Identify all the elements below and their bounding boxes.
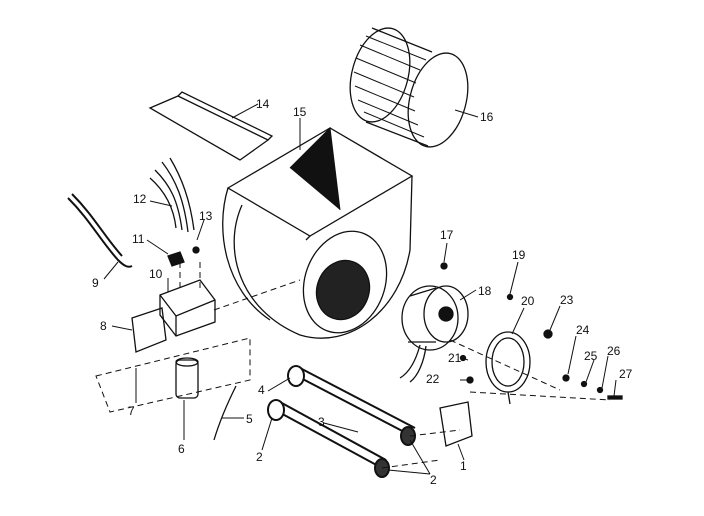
callout-23: 23 (560, 293, 574, 307)
callout-16: 16 (480, 110, 494, 124)
callout-20: 20 (521, 294, 535, 308)
callout-5: 5 (246, 412, 253, 426)
callout-25: 25 (584, 349, 598, 363)
callout-17: 17 (440, 228, 454, 242)
motor-band (485, 331, 531, 405)
assembly-lines (95, 262, 611, 469)
callout-8: 8 (100, 319, 107, 333)
callout-4: 4 (258, 383, 265, 397)
callout-3: 3 (318, 415, 325, 429)
callout-9: 9 (92, 276, 99, 290)
callout-7: 7 (128, 404, 135, 418)
callout-27: 27 (619, 367, 633, 381)
callout-11: 11 (132, 232, 145, 246)
callout-15: 15 (293, 105, 307, 119)
callout-22: 22 (426, 372, 440, 386)
flex-conduit (67, 193, 133, 268)
callout-2-right: 2 (430, 473, 437, 487)
wire-bundle (149, 157, 195, 233)
top-panel (148, 91, 274, 161)
mount-plate (439, 401, 473, 447)
clip (213, 385, 237, 441)
blower-wheel (349, 27, 469, 148)
callout-19: 19 (512, 248, 526, 262)
callout-12: 12 (133, 192, 147, 206)
callout-26: 26 (607, 344, 621, 358)
callout-1: 1 (460, 459, 467, 473)
motor-mount-lower (267, 399, 390, 478)
blower-housing (222, 126, 414, 339)
callout-18: 18 (478, 284, 492, 298)
capacitor (175, 357, 199, 399)
callout-10: 10 (149, 267, 163, 281)
callout-labels: 14 15 16 12 13 11 17 19 9 10 18 20 23 8 … (92, 97, 633, 487)
callout-13: 13 (199, 209, 213, 223)
callout-6: 6 (178, 442, 185, 456)
mount-bracket (131, 307, 167, 353)
callout-21: 21 (448, 351, 462, 365)
leader-lines (103, 103, 617, 475)
control-box (159, 279, 216, 337)
hardware (167, 246, 623, 400)
callout-14: 14 (256, 97, 270, 111)
motor-mount-upper (287, 365, 416, 446)
blower-motor (399, 285, 469, 383)
callout-24: 24 (576, 323, 590, 337)
callout-2-left: 2 (256, 450, 263, 464)
